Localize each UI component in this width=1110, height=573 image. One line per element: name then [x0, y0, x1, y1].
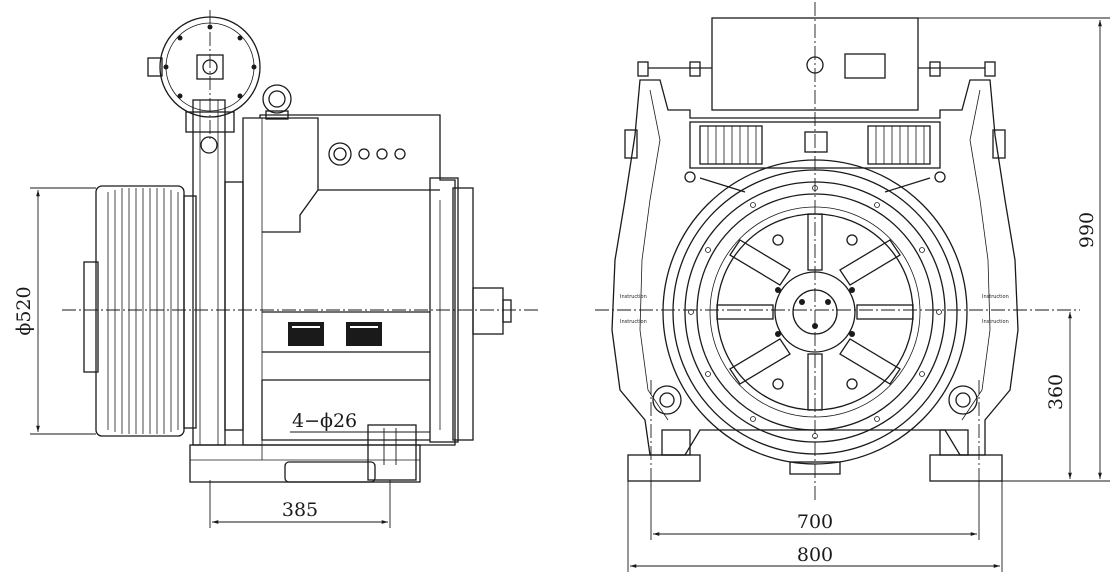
shaft-height-label: 360 [1045, 374, 1067, 410]
svg-text:Instruction: Instruction [620, 294, 647, 300]
svg-text:Instruction: Instruction [620, 319, 647, 325]
sheave-grooves [107, 188, 179, 434]
bolt-ring [688, 185, 942, 439]
side-view: ϕ520 4−ϕ26 385 [13, 10, 540, 528]
overall-width-label: 800 [797, 544, 833, 566]
svg-text:Instruction: Instruction [982, 319, 1009, 325]
front-view: Instruction Instruction Instruction Inst… [595, 2, 1110, 572]
overall-height-label: 990 [1076, 212, 1098, 248]
svg-text:Instruction: Instruction [982, 294, 1009, 300]
side-base-length-label: 385 [282, 499, 318, 521]
inner-hole-spacing-label: 700 [797, 511, 833, 533]
mounting-holes-label: 4−ϕ26 [292, 410, 357, 432]
sheave-diameter-label: ϕ520 [13, 286, 35, 335]
rotor-pockets [716, 213, 914, 411]
